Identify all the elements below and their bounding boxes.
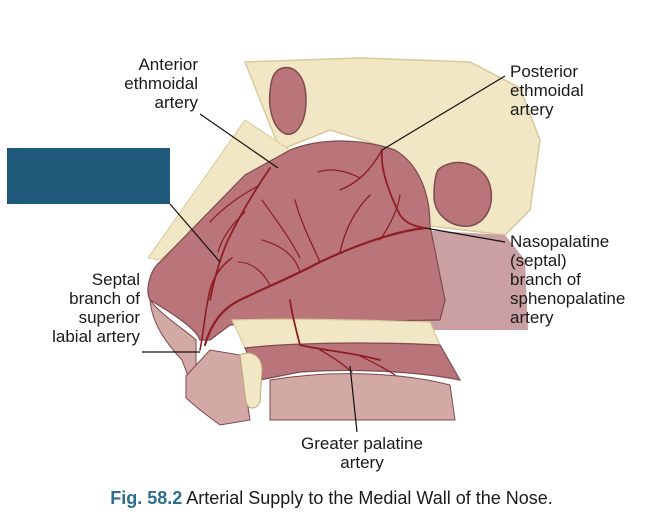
label-nasopalatine: Nasopalatine (septal) branch of sphenopa… bbox=[510, 232, 660, 327]
leader-lines bbox=[142, 75, 506, 433]
label-line: artery bbox=[154, 93, 198, 112]
label-line: labial artery bbox=[52, 327, 140, 346]
label-line: superior bbox=[78, 308, 140, 327]
label-line: branch of bbox=[69, 289, 140, 308]
leader-greater-palatine bbox=[349, 365, 358, 433]
label-line: artery bbox=[340, 453, 384, 472]
label-line: ethmoidal bbox=[124, 74, 198, 93]
leader-mask bbox=[169, 203, 221, 263]
label-line: Greater palatine bbox=[301, 434, 423, 453]
label-mask-box bbox=[7, 148, 170, 204]
label-line: (septal) bbox=[510, 251, 567, 270]
label-line: artery bbox=[510, 308, 554, 327]
leader-anterior-ethmoidal bbox=[199, 113, 279, 169]
posterior-tissue bbox=[420, 230, 528, 330]
leader-nasopalatine bbox=[424, 227, 506, 243]
label-posterior-ethmoidal: Posterior ethmoidal artery bbox=[510, 62, 650, 119]
label-line: Nasopalatine bbox=[510, 232, 610, 251]
label-septal-branch: Septal branch of superior labial artery bbox=[18, 270, 140, 346]
tongue bbox=[269, 373, 456, 421]
incisor-tooth bbox=[239, 352, 263, 409]
posterior-ethmoidal-artery-path bbox=[380, 149, 426, 229]
septum-mucosa bbox=[147, 140, 446, 341]
figure-title: Arterial Supply to the Medial Wall of th… bbox=[186, 488, 553, 508]
label-line: artery bbox=[510, 100, 554, 119]
figure-number: Fig. 58.2 bbox=[110, 488, 183, 508]
label-line: sphenopalatine bbox=[510, 289, 626, 308]
label-line: branch of bbox=[510, 270, 581, 289]
nasal-septum-illustration bbox=[142, 57, 541, 433]
oral-mucosa bbox=[244, 342, 462, 381]
label-line: ethmoidal bbox=[510, 81, 584, 100]
label-line: Anterior bbox=[138, 55, 198, 74]
greater-palatine-artery-path bbox=[289, 299, 381, 361]
septal-branch-artery-path bbox=[199, 257, 233, 351]
label-line: Posterior bbox=[510, 62, 579, 81]
label-anterior-ethmoidal: Anterior ethmoidal artery bbox=[86, 55, 198, 112]
nasopalatine-artery-path bbox=[203, 226, 427, 347]
upper-lip bbox=[185, 349, 251, 426]
label-line: Septal bbox=[91, 270, 140, 289]
sphenoid-sinus bbox=[433, 161, 493, 227]
label-greater-palatine: Greater palatine artery bbox=[272, 434, 452, 472]
nasal-bone bbox=[147, 119, 291, 261]
frontal-sinus bbox=[268, 66, 307, 135]
figure-caption: Fig. 58.2 Arterial Supply to the Medial … bbox=[0, 488, 663, 509]
leader-posterior-ethmoidal bbox=[381, 75, 506, 151]
